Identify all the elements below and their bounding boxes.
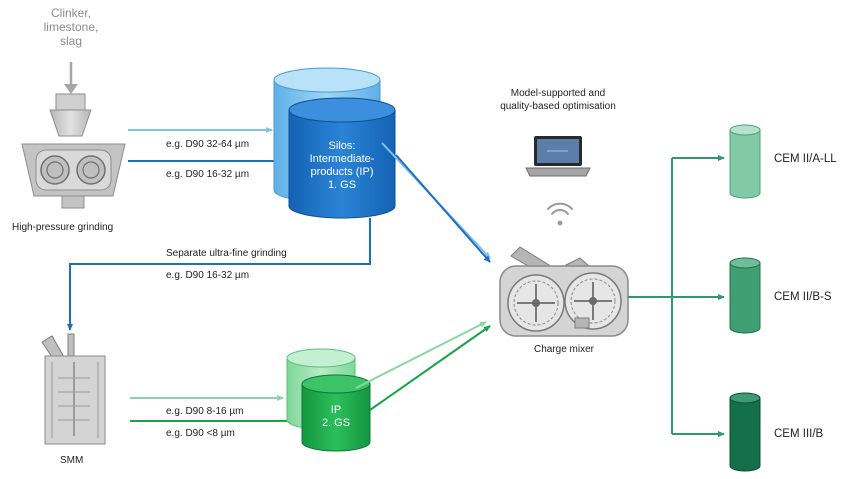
optimisation-line-2: quality-based optimisation	[500, 101, 616, 112]
smm-label: SMM	[60, 455, 84, 466]
feed-arrow	[64, 62, 78, 94]
input-line-1: Clinker,	[50, 6, 91, 20]
silo2-to-mixer-arrows	[355, 321, 491, 411]
product-silo-cem-iii-b	[729, 392, 761, 472]
smm-flow-b-label: e.g. D90 <8 µm	[166, 428, 235, 439]
silo-to-mixer-arrows	[381, 142, 491, 263]
silo-ip-1gs	[273, 67, 396, 219]
product-silo-cem-ii-a-ll	[729, 124, 761, 199]
input-materials-label: Clinker, limestone, slag	[36, 6, 106, 48]
silo-ip-2gs	[286, 348, 371, 452]
mixer-to-products-arrows	[628, 155, 725, 437]
ultrafine-title-label: Separate ultra-fine grinding	[166, 248, 287, 259]
silo-to-smm-line	[67, 218, 371, 331]
silo-1-line-1: Silos:	[328, 140, 356, 152]
product-label-cem-ii-b-s: CEM II/B-S	[774, 291, 832, 303]
flow-fine-label: e.g. D90 16-32 µm	[166, 169, 250, 180]
input-line-3: slag	[59, 34, 82, 48]
product-label-cem-ii-a-ll: CEM II/A-LL	[774, 153, 837, 165]
input-line-2: limestone,	[43, 20, 99, 34]
flow-coarse-label: e.g. D90 32-64 µm	[166, 139, 250, 150]
smm-machine-icon	[41, 333, 106, 445]
hpgr-machine-icon	[21, 93, 126, 209]
smm-flow-a-label: e.g. D90 8-16 µm	[166, 406, 244, 417]
optimisation-label: Model-supported and quality-based optimi…	[488, 87, 628, 113]
ultrafine-flow-label: e.g. D90 16-32 µm	[166, 270, 250, 281]
product-silo-cem-ii-b-s	[729, 257, 761, 334]
product-label-cem-iii-b: CEM III/B	[774, 428, 824, 440]
silo-1-line-3: products (IP)	[310, 166, 374, 178]
laptop-icon	[525, 136, 591, 177]
wifi-icon	[547, 202, 573, 226]
silo-1-text: Silos: Intermediate- products (IP) 1. GS	[289, 140, 395, 192]
hpgr-label: High-pressure grinding	[12, 222, 114, 233]
silo-1-line-4: 1. GS	[327, 179, 357, 191]
silo-2-line-1: IP	[330, 404, 342, 416]
hpgr-to-silo-arrows	[128, 127, 287, 164]
optimisation-line-1: Model-supported and	[510, 88, 606, 99]
charge-mixer-icon	[499, 246, 629, 337]
silo-2-line-2: 2. GS	[321, 417, 351, 429]
smm-to-silo2-arrows	[130, 395, 299, 424]
mixer-label: Charge mixer	[533, 344, 595, 355]
silo-1-line-2: Intermediate-	[309, 153, 375, 165]
silo-2-text: IP 2. GS	[302, 404, 370, 430]
